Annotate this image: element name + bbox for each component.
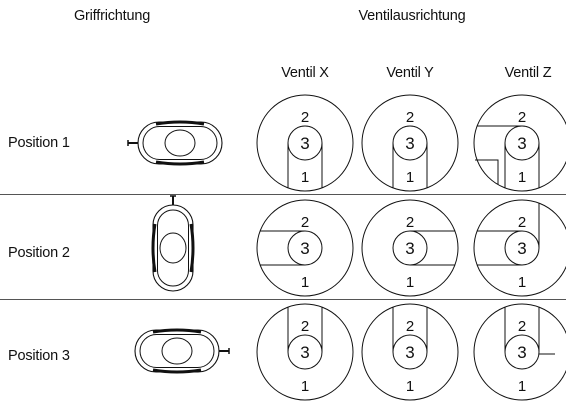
column-valve-x: Ventil X: [281, 65, 329, 81]
valve-z-position-1: 2 3 1: [473, 94, 566, 192]
port-label-3: 3: [300, 134, 309, 153]
port-label-2: 2: [518, 109, 526, 126]
port-label-1: 1: [301, 274, 309, 291]
port-label-3: 3: [517, 134, 526, 153]
valve-z-position-3: 2 3 1: [473, 303, 566, 401]
valve-z-position-2: 2 3 1: [473, 199, 566, 297]
port-label-3: 3: [300, 343, 309, 362]
valve-x-position-2: 2 3 1: [256, 199, 354, 297]
port-label-3: 3: [405, 239, 414, 258]
row-label-position-1: Position 1: [8, 135, 70, 151]
valve-alignment-header: Ventilausrichtung: [358, 8, 466, 24]
port-label-3: 3: [300, 239, 309, 258]
port-label-1: 1: [518, 378, 526, 395]
port-label-1: 1: [518, 274, 526, 291]
grip-handle-right-icon: [134, 328, 230, 374]
valve-y-position-2: 2 3 1: [361, 199, 459, 297]
port-label-1: 1: [406, 378, 414, 395]
valve-y-position-3: 2 3 1: [361, 303, 459, 401]
port-label-1: 1: [301, 378, 309, 395]
port-label-2: 2: [406, 214, 414, 231]
valve-x-position-3: 2 3 1: [256, 303, 354, 401]
grip-handle-up-icon: [151, 195, 195, 292]
port-label-2: 2: [301, 214, 309, 231]
grip-handle-left-icon: [127, 120, 223, 166]
port-label-1: 1: [301, 169, 309, 186]
port-label-2: 2: [406, 318, 414, 335]
port-label-1: 1: [518, 169, 526, 186]
port-label-3: 3: [517, 343, 526, 362]
valve-x-position-1: 2 3 1: [256, 94, 354, 192]
port-label-2: 2: [301, 109, 309, 126]
port-label-3: 3: [405, 134, 414, 153]
port-label-2: 2: [518, 318, 526, 335]
row-label-position-2: Position 2: [8, 245, 70, 261]
row-divider-2: [0, 299, 566, 300]
column-valve-y: Ventil Y: [386, 65, 434, 81]
column-valve-z: Ventil Z: [504, 65, 552, 81]
row-divider-1: [0, 194, 566, 195]
port-label-1: 1: [406, 274, 414, 291]
port-label-3: 3: [517, 239, 526, 258]
port-label-2: 2: [518, 214, 526, 231]
port-label-2: 2: [301, 318, 309, 335]
row-label-position-3: Position 3: [8, 348, 70, 364]
port-label-1: 1: [406, 169, 414, 186]
valve-y-position-1: 2 3 1: [361, 94, 459, 192]
port-label-3: 3: [405, 343, 414, 362]
port-label-2: 2: [406, 109, 414, 126]
grip-direction-header: Griffrichtung: [73, 8, 151, 24]
